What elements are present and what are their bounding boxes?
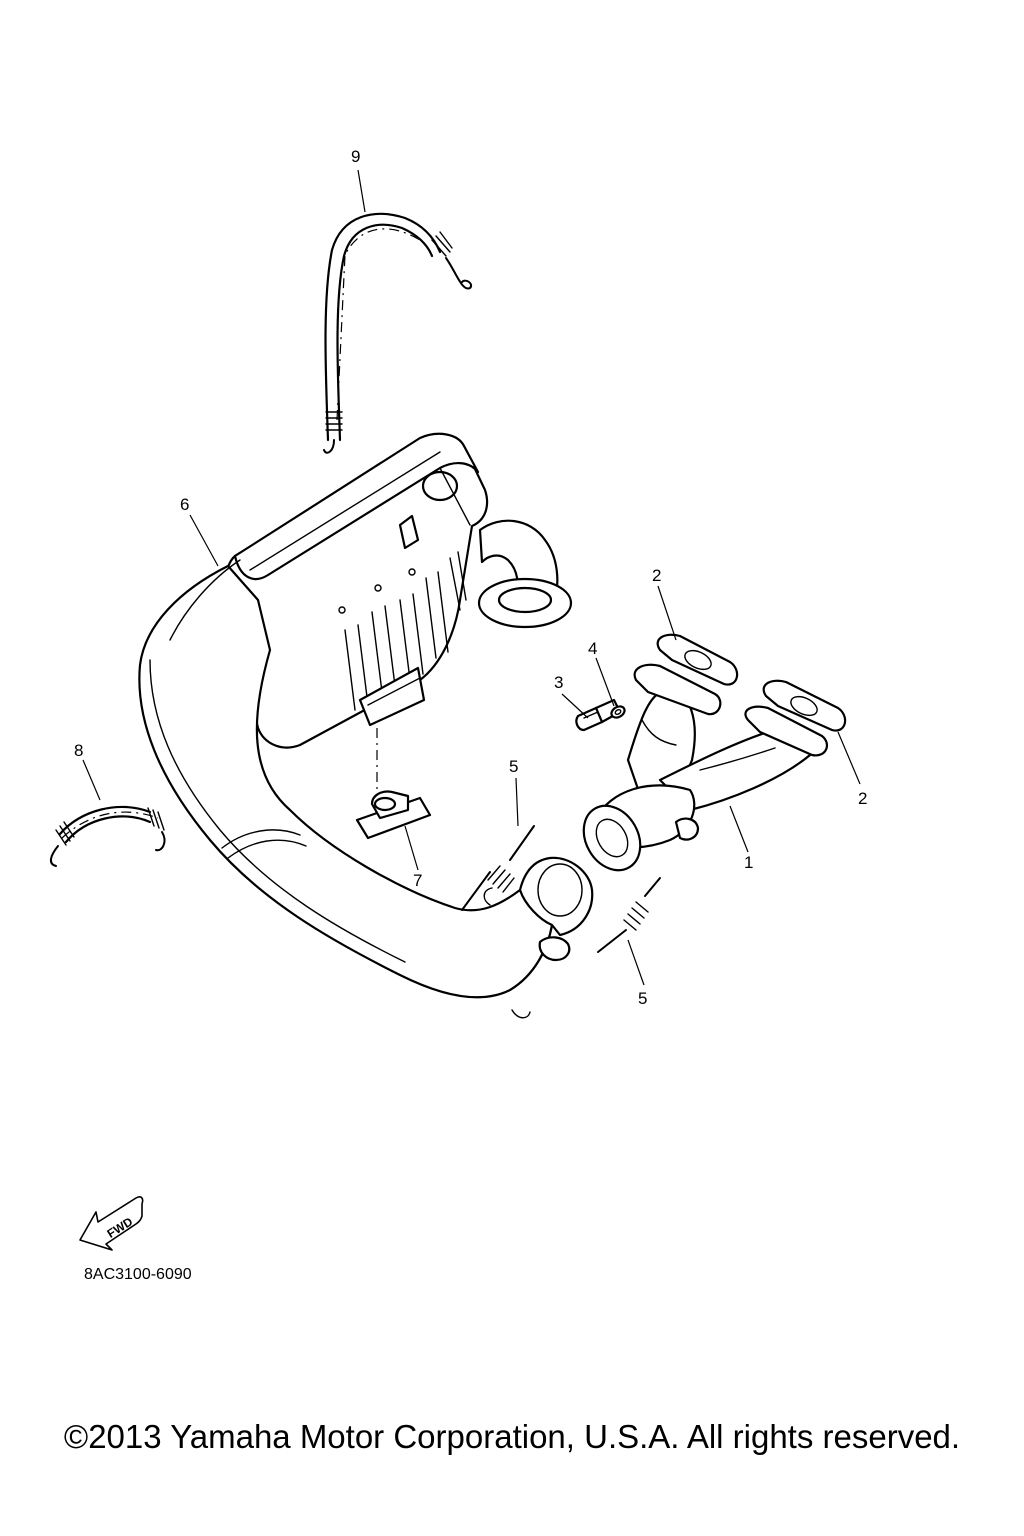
part-4-washer xyxy=(610,705,626,719)
part-5-spring-lower xyxy=(597,877,661,953)
callout-2-lower: 2 xyxy=(858,789,867,808)
part-7-mount xyxy=(355,728,432,840)
callout-4: 4 xyxy=(588,639,597,658)
part-1-manifold xyxy=(582,663,829,872)
part-6-muffler xyxy=(224,432,573,749)
callout-labels: 9 6 2 4 3 8 5 2 7 1 5 xyxy=(74,147,867,1008)
callout-3: 3 xyxy=(554,673,563,692)
leader-lines xyxy=(82,169,861,986)
copyright-notice: ©2013 Yamaha Motor Corporation, U.S.A. A… xyxy=(63,1418,961,1455)
part-8-strap xyxy=(50,805,166,867)
callout-9: 9 xyxy=(351,147,360,166)
part-2-gasket-lower xyxy=(762,679,847,732)
part-2-gasket-upper xyxy=(656,633,739,686)
part-6-pipe xyxy=(138,559,594,1019)
callout-5-lower: 5 xyxy=(638,989,647,1008)
callout-7: 7 xyxy=(413,871,422,890)
part-5-spring-upper xyxy=(461,825,535,911)
callout-6: 6 xyxy=(180,495,189,514)
callout-8: 8 xyxy=(74,741,83,760)
callout-2-upper: 2 xyxy=(652,566,661,585)
callout-1: 1 xyxy=(744,853,753,872)
fwd-arrow-icon: FWD xyxy=(79,1196,144,1251)
callout-5-upper: 5 xyxy=(509,757,518,776)
part-9-strap xyxy=(323,212,472,454)
diagram-code: 8AC3100-6090 xyxy=(84,1266,192,1283)
